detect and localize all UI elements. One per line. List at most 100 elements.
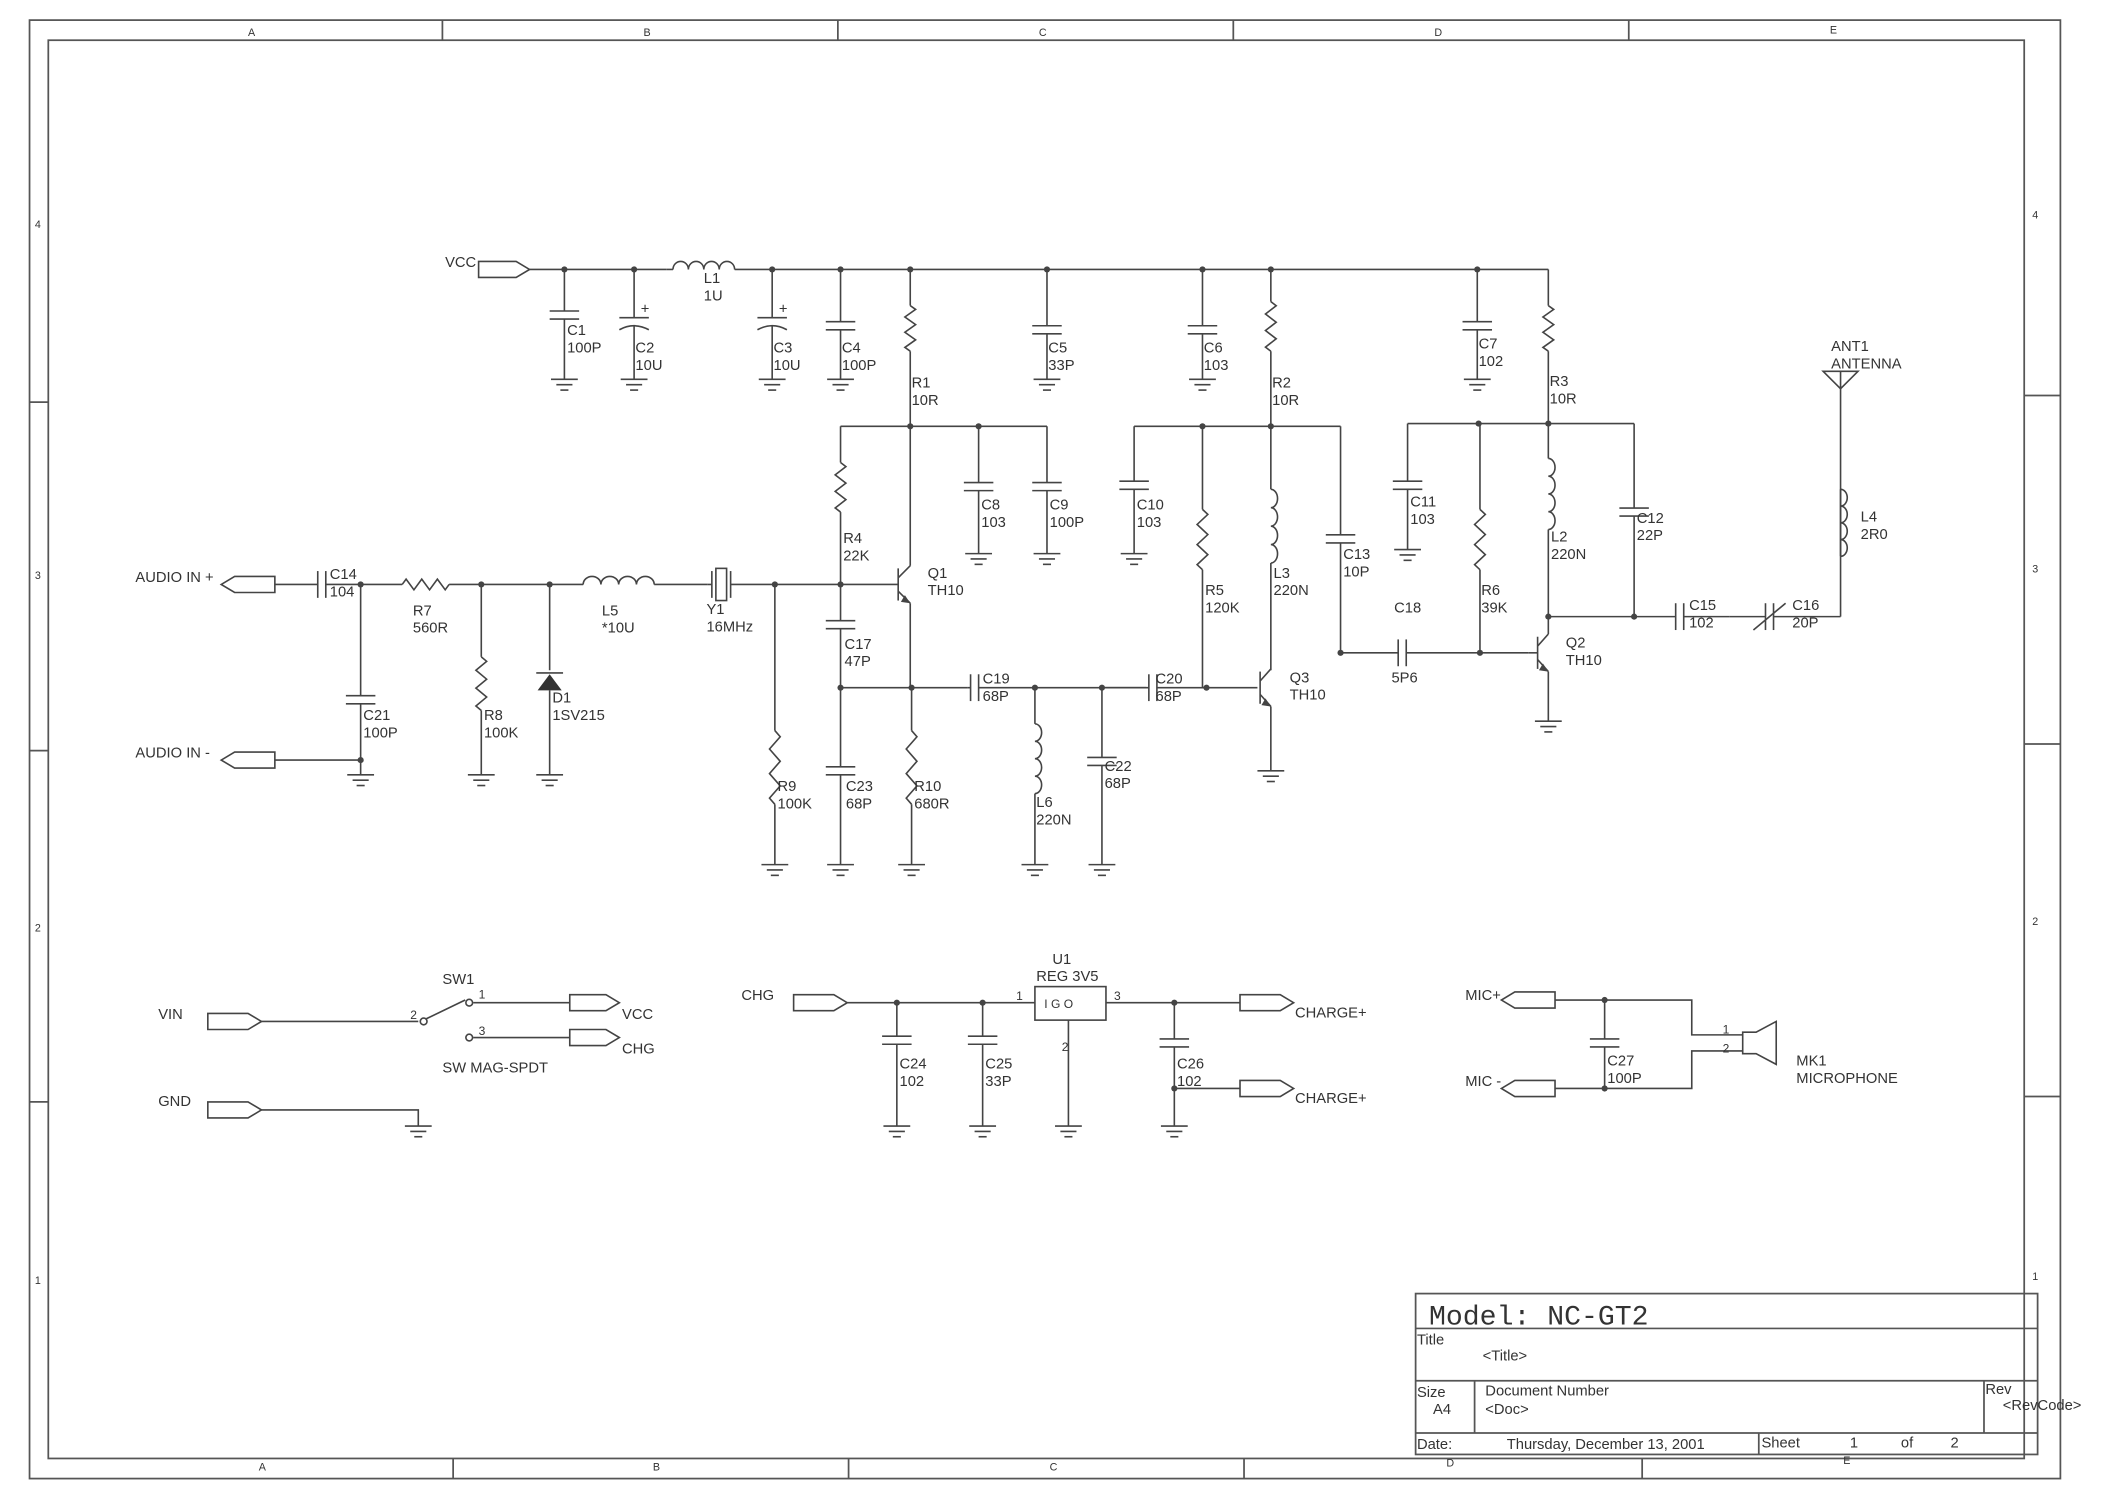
ref-r1: R1 [912, 375, 931, 391]
ref-r6: R6 [1481, 583, 1500, 599]
ref-c10: C10 [1137, 497, 1164, 513]
capacitor-c9 [1032, 481, 1062, 492]
ref-c25: C25 [985, 1056, 1012, 1072]
ref-r10: R10 [914, 779, 941, 795]
zone-row-right: 3 [2032, 563, 2038, 575]
value-d1: 1SV215 [552, 708, 604, 724]
port-label-audio-in-neg: AUDIO IN - [135, 745, 210, 761]
capacitor-c8 [963, 481, 994, 492]
of-label: of [1901, 1436, 1914, 1452]
model-title: Model: NC-GT2 [1429, 1302, 1649, 1333]
ref-c3: C3 [774, 341, 793, 357]
value-c11: 103 [1410, 512, 1435, 528]
capacitor-c7 [1462, 320, 1493, 331]
ref-y1: Y1 [706, 602, 724, 618]
resistor-r8 [474, 656, 488, 712]
ref-c21: C21 [363, 708, 390, 724]
ref-l3: L3 [1274, 566, 1290, 582]
value-c9: 100P [1050, 515, 1085, 531]
capacitor-c24 [882, 1035, 912, 1046]
capacitor-c16 [1752, 602, 1787, 631]
ground-symbol [1463, 378, 1491, 391]
ref-mk1: MK1 [1796, 1054, 1826, 1070]
port-gnd [207, 1101, 264, 1119]
ground-symbol [1055, 1125, 1082, 1138]
ground-symbol [467, 774, 495, 787]
value-c18: 5P6 [1391, 670, 1417, 686]
ref-r2: R2 [1272, 375, 1291, 391]
pin-number: 3 [1114, 989, 1121, 1003]
collector [1259, 668, 1272, 682]
ref-c20: C20 [1156, 672, 1183, 688]
value-c12: 22P [1637, 528, 1663, 544]
port-label-mic-neg: MIC - [1465, 1074, 1501, 1090]
doc-number-label: Document Number [1485, 1383, 1609, 1399]
ref-q3: Q3 [1290, 670, 1310, 686]
zone-row-right: 1 [2032, 1271, 2038, 1283]
zone-row-right: 2 [2032, 916, 2038, 928]
title-value: <Title> [1483, 1349, 1528, 1365]
capacitor-c11 [1392, 480, 1423, 491]
port-audio-in-pos [219, 575, 276, 594]
emitter-arrow [1538, 663, 1549, 672]
value-c25: 33P [985, 1074, 1011, 1090]
ground-symbol [1021, 863, 1049, 877]
ref-c14: C14 [330, 567, 357, 583]
value-c6: 103 [1204, 358, 1229, 374]
wires [261, 266, 1842, 1127]
doc-number-value: <Doc> [1485, 1402, 1528, 1418]
ref-c16: C16 [1792, 598, 1819, 614]
port-charge-2 [1239, 1079, 1296, 1098]
resistor-r6 [1473, 508, 1487, 571]
pin-number: 1 [479, 988, 486, 1002]
port-mic-neg [1499, 1079, 1556, 1098]
value-r3: 10R [1550, 391, 1577, 407]
ground-symbol [620, 378, 648, 391]
regulator-u1 [1034, 985, 1107, 1021]
collector [1537, 633, 1549, 647]
ground-symbol [1160, 1125, 1188, 1138]
capacitor-c23 [825, 765, 856, 776]
value-r5: 120K [1205, 601, 1240, 617]
transistor-q3 [1259, 668, 1272, 707]
date-value: Thursday, December 13, 2001 [1507, 1437, 1705, 1453]
emitter-arrow [1261, 698, 1271, 707]
ref-c9: C9 [1050, 497, 1069, 513]
value-r4: 22K [843, 548, 869, 564]
ground-symbol [1088, 863, 1116, 877]
value-c2: 10U [635, 358, 662, 374]
sheet-label: Sheet [1761, 1436, 1800, 1452]
value-l6: 220N [1036, 812, 1071, 828]
ground-symbol [404, 1125, 432, 1138]
variable-arrow [1752, 602, 1787, 631]
resistor-r3 [1541, 304, 1556, 352]
ref-q1: Q1 [928, 566, 948, 582]
value-c7: 102 [1479, 354, 1504, 370]
value-q2: TH10 [1566, 653, 1602, 669]
zone-col-top: D [1434, 27, 1442, 39]
value-c5: 33P [1048, 358, 1074, 374]
components: ++ [207, 260, 1860, 1138]
capacitor-c19 [969, 674, 980, 702]
ground-symbol [1257, 769, 1285, 783]
port-audio-in-neg [219, 751, 276, 769]
capacitor-c4 [825, 320, 856, 331]
ref-c8: C8 [981, 497, 1000, 513]
rev-label: Rev [1985, 1382, 2012, 1398]
sheet-total: 2 [1950, 1436, 1958, 1452]
value-q3: TH10 [1290, 688, 1326, 704]
ref-ant1: ANT1 [1831, 339, 1869, 355]
rev-value: <RevCode> [2003, 1398, 2082, 1414]
port-label-mic-pos: MIC+ [1465, 988, 1501, 1004]
capacitor-c15 [1674, 603, 1685, 631]
zone-col-bottom: A [259, 1462, 267, 1474]
sheet-value: 1 [1850, 1436, 1858, 1452]
plus-sign: + [641, 302, 650, 318]
port-charge-1 [1239, 993, 1296, 1012]
ground-symbol [347, 774, 375, 787]
ref-r3: R3 [1550, 374, 1569, 390]
pin-number: 1 [1723, 1023, 1730, 1037]
resistor-r4 [833, 461, 848, 513]
ref-c2: C2 [635, 341, 654, 357]
zone-row-right: 4 [2032, 210, 2038, 222]
